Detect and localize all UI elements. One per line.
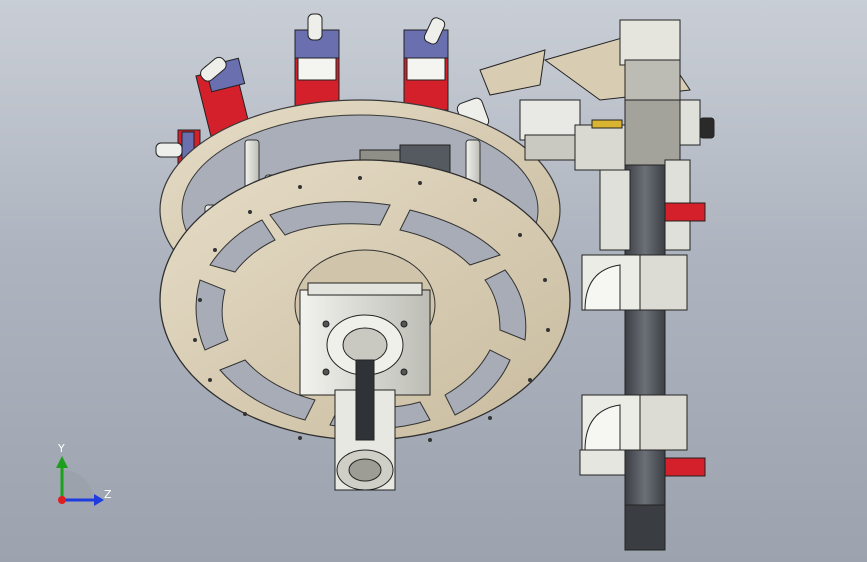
red-stop-blocks bbox=[664, 202, 706, 477]
z-axis-label: Z bbox=[104, 488, 112, 501]
clamp-finger-2 bbox=[294, 13, 340, 111]
coordinate-triad: Y Z bbox=[56, 442, 112, 506]
y-axis-label: Y bbox=[57, 442, 65, 455]
x-axis-dot bbox=[58, 496, 66, 504]
bracket-lower bbox=[579, 394, 688, 476]
bracket-upper bbox=[581, 254, 688, 311]
upper-right-slide bbox=[479, 19, 715, 171]
clamp-finger-3 bbox=[403, 17, 449, 111]
rail-brackets bbox=[579, 202, 706, 477]
motor-flange-assembly[interactable] bbox=[299, 282, 431, 491]
